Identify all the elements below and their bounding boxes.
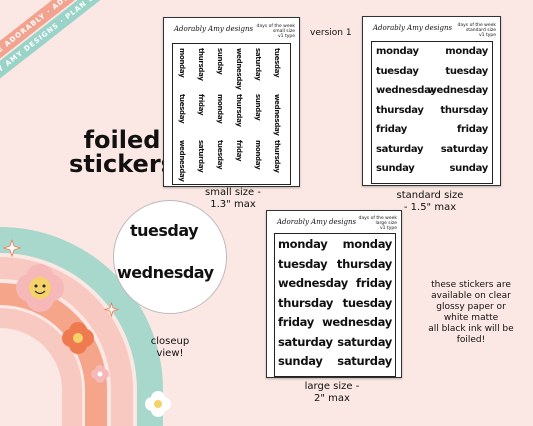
rainbow-arc-core (0, 308, 82, 426)
sticker-word: wednesday (376, 85, 437, 96)
note-line: white matte (443, 313, 499, 323)
meta-line: days of the week (358, 216, 397, 221)
rainbow-arc-outer (0, 227, 163, 426)
sticker-word: saturday (376, 143, 424, 155)
caption-line: standard size (396, 190, 464, 201)
meta-line: v1 type (379, 226, 397, 231)
smiley-flower-icon (16, 264, 64, 312)
sticker-word: thursday (376, 104, 424, 116)
sticker-word: sunday (449, 163, 488, 174)
sticker-word: thursday (440, 104, 488, 116)
sticker-word: thursday (278, 295, 334, 310)
note-line: available on clear (431, 291, 511, 301)
closeup-word-wednesday: wednesday (117, 263, 214, 282)
sticker-word: saturday (440, 143, 489, 155)
meta-line: large size (375, 221, 397, 226)
sticker-word: friday (356, 276, 392, 290)
sticker-word: tuesday (278, 256, 328, 271)
sticker-word: sunday (278, 354, 323, 368)
closeup-circle: tuesday wednesday (113, 200, 227, 314)
sheet-brand: Adorably Amy designs (373, 24, 453, 32)
sticker-word: tuesday (376, 65, 419, 77)
closeup-word-tuesday: tuesday (130, 221, 199, 240)
sticker-word: friday (456, 124, 488, 135)
standard-caption: standard size - 1.5" max (380, 190, 480, 214)
heading-line-2: stickers (69, 150, 175, 178)
caption-line: 2" max (314, 393, 350, 404)
meta-line: v1 type (277, 34, 295, 39)
large-sheet-stickers: monday monday tuesday thursday wednesday frid… (274, 233, 396, 377)
sticker-word: wednesday (427, 85, 489, 96)
sticker-word: monday (376, 46, 419, 57)
rainbow-arc-mid (0, 257, 133, 426)
sticker-word: sunday (376, 163, 415, 174)
sticker-word: saturday (278, 334, 333, 349)
note-line: foiled! (456, 335, 486, 345)
meta-line: days of the week (256, 24, 295, 29)
sticker-word: friday (376, 124, 408, 135)
meta-line: v1 type (478, 33, 496, 38)
sheet-meta: days of the week small size v1 type (257, 24, 295, 39)
sticker-word: monday (445, 46, 488, 57)
sticker-word: saturday (337, 354, 392, 368)
sticker-word: tuesday (445, 65, 488, 77)
sticker-word: thursday (336, 256, 392, 271)
closeup-label: closeup view! (140, 336, 200, 360)
caption-line: 1.3" max (210, 199, 256, 210)
meta-line: small size (272, 29, 295, 34)
closeup-label-line: view! (156, 348, 184, 359)
caption-line: large size - (304, 381, 360, 392)
heading-line-1: foiled (83, 126, 161, 154)
sticker-word: monday (342, 237, 393, 251)
note-line: all black ink will be (428, 324, 514, 334)
sticker-word: wednesday (278, 276, 348, 290)
sheet-brand: Adorably Amy designs (174, 25, 254, 33)
sheet-brand: Adorably Amy designs (277, 218, 357, 226)
version-label: version 1 (310, 28, 352, 38)
white-flower-icon (145, 391, 171, 417)
sparkle-icon (2, 238, 120, 318)
meta-line: days of the week (457, 23, 496, 28)
info-note: these stickers are available on clear gl… (410, 280, 532, 346)
sheet-meta: days of the week standard size v1 type (458, 23, 496, 38)
sticker-word: tuesday (342, 295, 393, 310)
caption-line: - 1.5" max (403, 202, 457, 213)
note-line: these stickers are (431, 280, 511, 290)
large-sticker-sheet: Adorably Amy designs days of the week la… (266, 210, 402, 378)
closeup-label-line: closeup (150, 336, 190, 347)
large-caption: large size - 2" max (282, 381, 382, 405)
orange-flower-icon (62, 322, 94, 354)
caption-line: small size - (205, 187, 261, 198)
sticker-word: friday (278, 315, 314, 329)
sticker-word: wednesday (322, 315, 392, 329)
standard-sticker-sheet: Adorably Amy designs days of the week st… (362, 16, 501, 186)
small-sticker-sheet: Adorably Amy designs days of the week sm… (163, 17, 300, 187)
pink-flower-icon (91, 365, 109, 383)
meta-line: standard size (465, 28, 496, 33)
note-line: glossy paper or (436, 302, 506, 312)
small-caption: small size - 1.3" max (183, 187, 283, 211)
sticker-word: saturday (337, 334, 392, 349)
sticker-word: monday (278, 237, 328, 251)
sheet-meta: days of the week large size v1 type (359, 216, 397, 231)
